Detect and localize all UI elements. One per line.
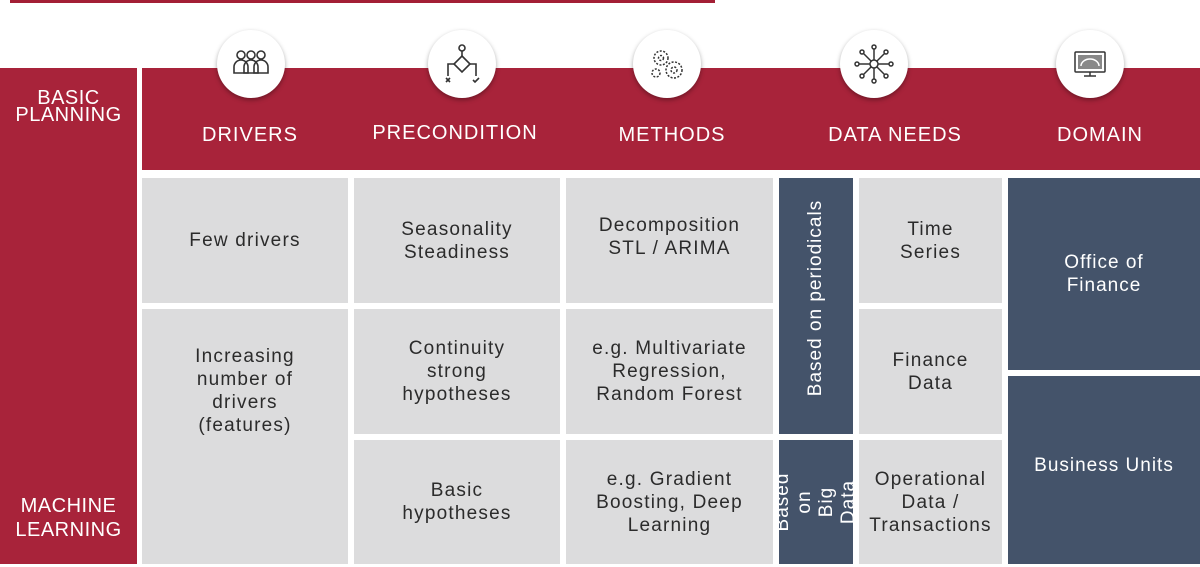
domain-business-units: Business Units [1008, 376, 1200, 564]
precondition-continuity-cell: Continuity strong hypotheses [354, 309, 560, 434]
data-time-series-cell: Time Series [859, 178, 1002, 303]
header-precondition: PRECONDITION [372, 122, 538, 144]
data-finance-cell: Finance Data [859, 309, 1002, 434]
methods-multivariate-cell: e.g. Multivariate Regression, Random For… [566, 309, 773, 434]
domain-office-finance: Office of Finance [1008, 178, 1200, 370]
bigdata-label: Based on Big Data [772, 472, 859, 532]
monitor-icon [1056, 30, 1124, 98]
decision-flow-icon [428, 30, 496, 98]
precondition-seasonality-cell: Seasonality Steadiness [354, 178, 560, 303]
people-icon [217, 30, 285, 98]
basic-planning-label: BASIC PLANNING [15, 87, 122, 126]
gears-icon [633, 30, 701, 98]
periodicals-label: Based on periodicals [805, 199, 826, 397]
data-operational-cell: Operational Data / Transactions [859, 440, 1002, 564]
methods-decomposition-cell: Decomposition STL / ARIMA [566, 178, 773, 303]
top-rule [10, 0, 715, 3]
periodicals-box: Based on periodicals [779, 178, 853, 434]
precondition-basic-cell: Basic hypotheses [354, 440, 560, 564]
drivers-increasing-cell: Increasing number of drivers (features) [142, 309, 348, 564]
header-drivers: DRIVERS [202, 124, 298, 146]
header-data-needs: DATA NEEDS [828, 124, 962, 146]
header-domain: DOMAIN [1057, 124, 1143, 146]
methods-gradient-cell: e.g. Gradient Boosting, Deep Learning [566, 440, 773, 564]
network-icon [840, 30, 908, 98]
bigdata-box: Based on Big Data [772, 440, 859, 564]
left-axis-bar [0, 68, 137, 564]
machine-learning-label: MACHINE LEARNING [15, 495, 122, 541]
drivers-few-cell: Few drivers [142, 178, 348, 303]
header-methods: METHODS [618, 124, 726, 146]
